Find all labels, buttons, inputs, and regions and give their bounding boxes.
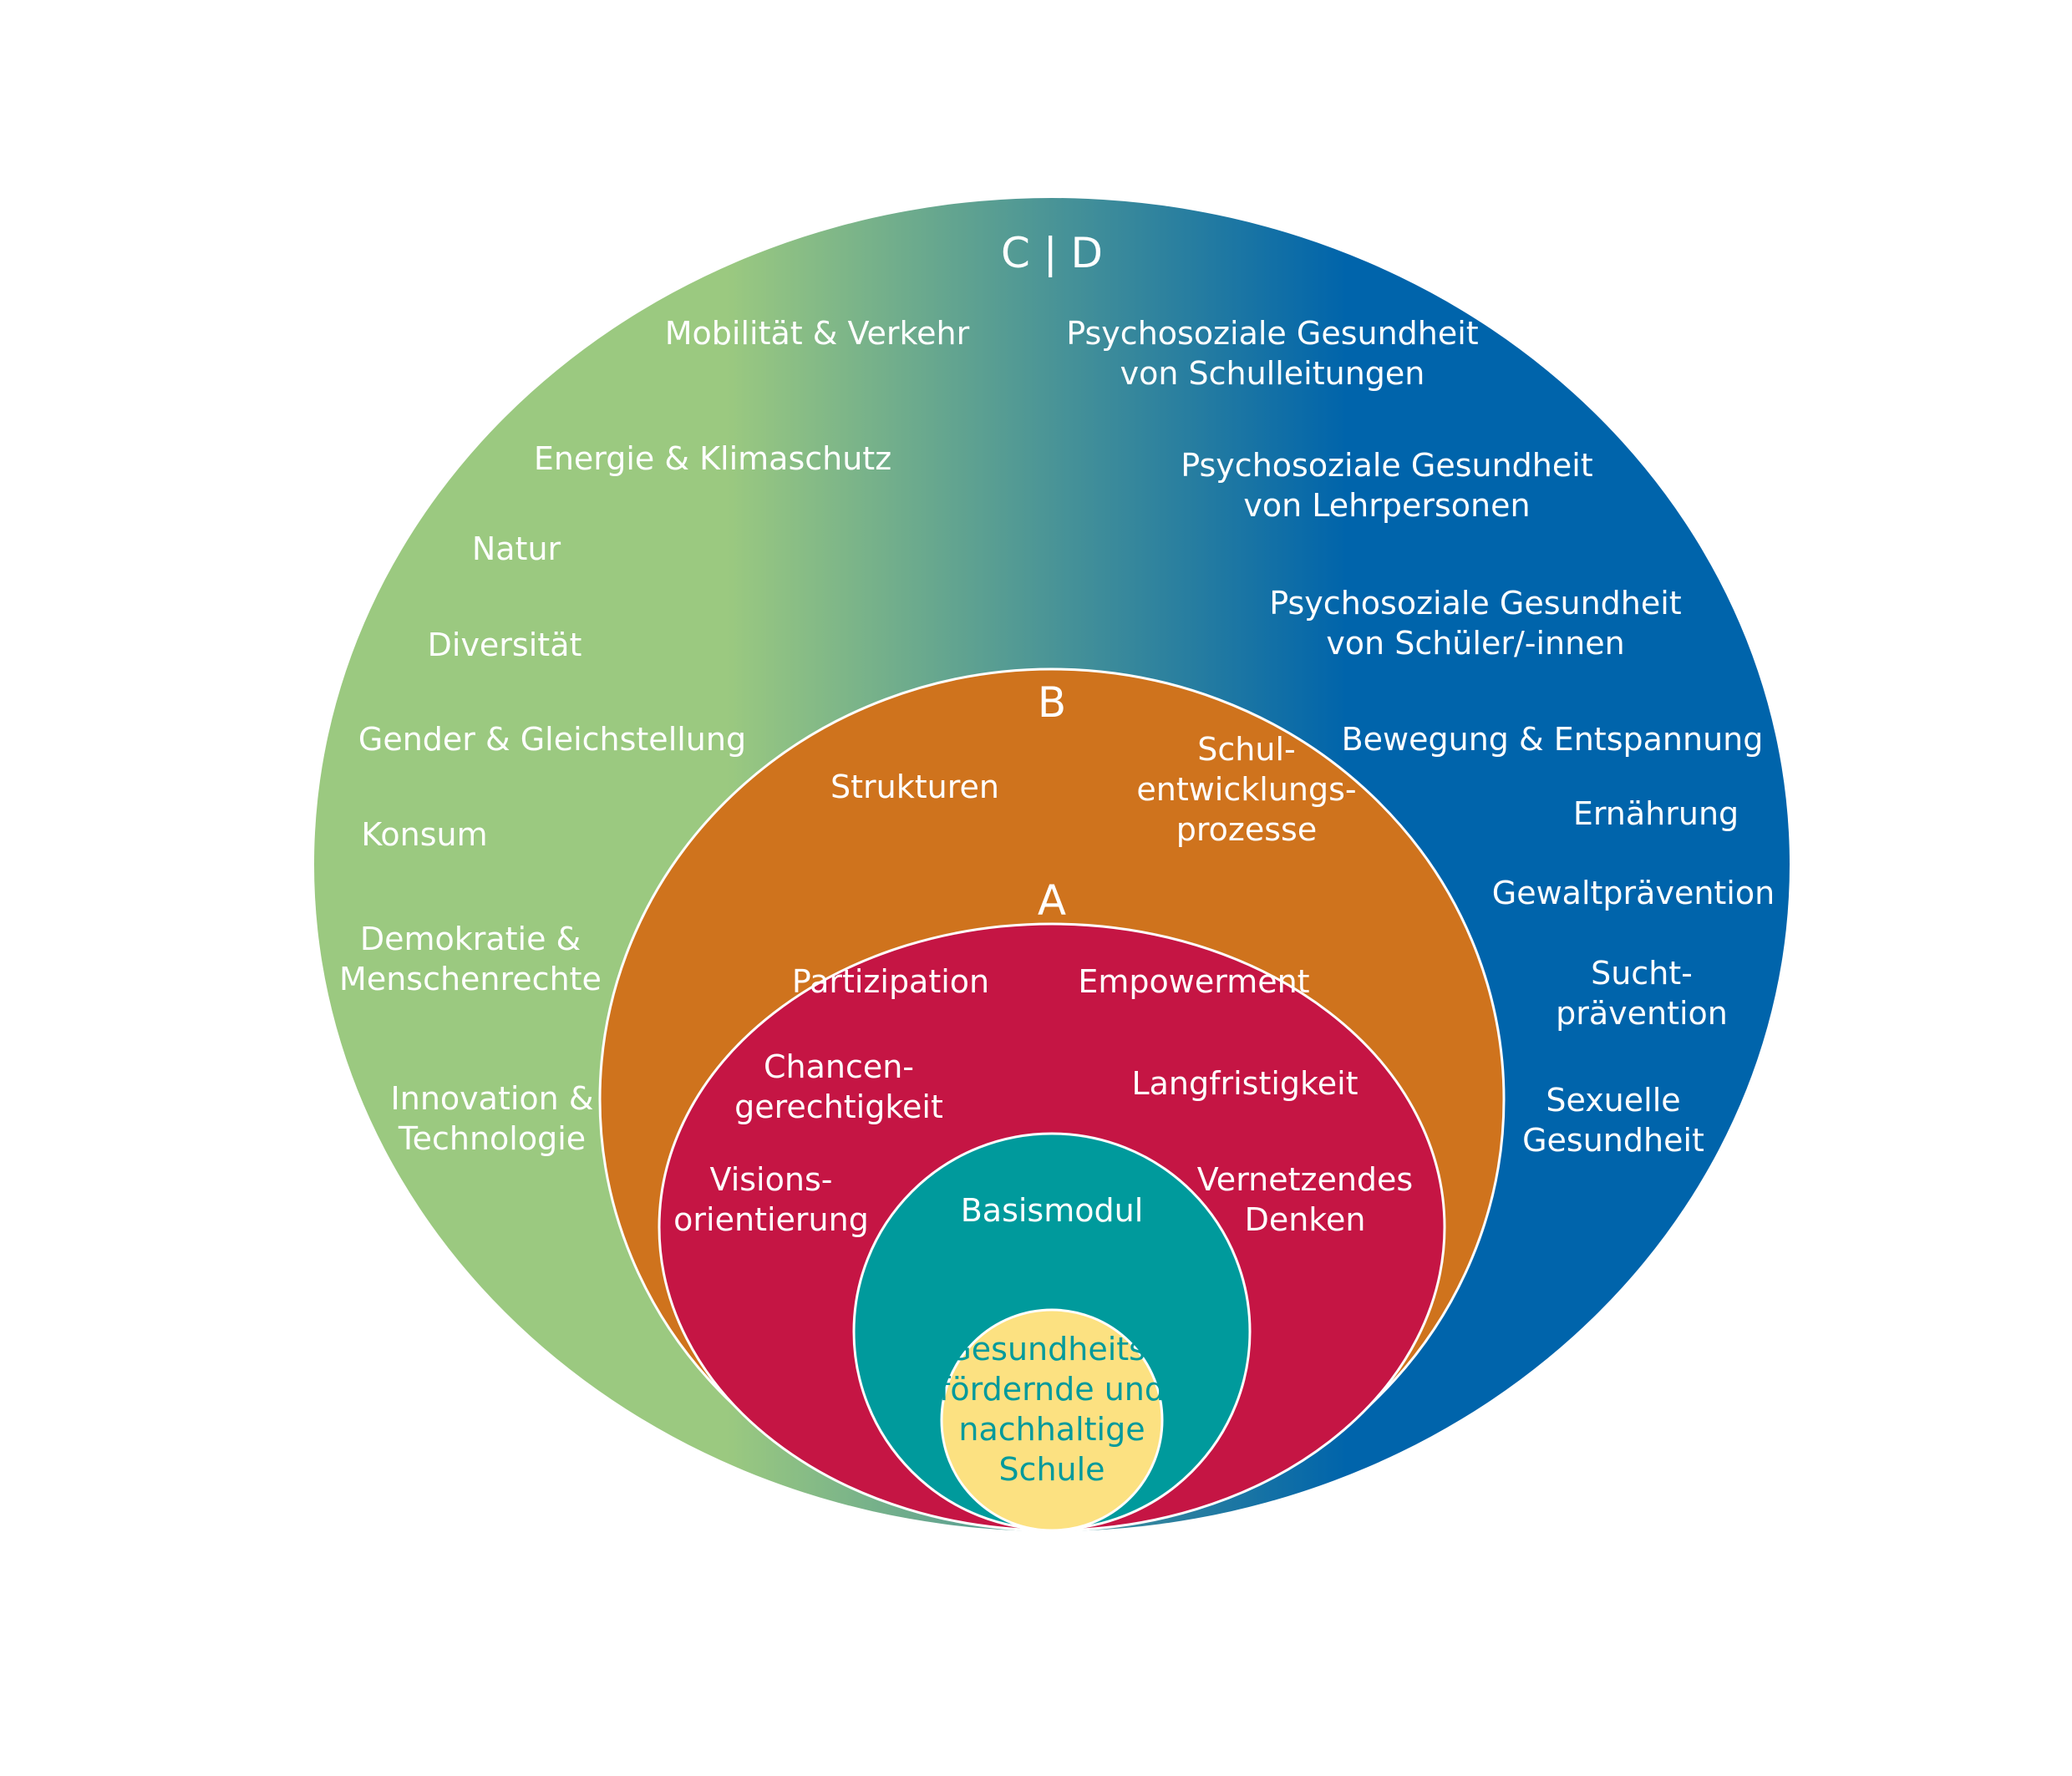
layer-cd-heading: C | D	[1001, 229, 1103, 277]
cd-right-topic-line: Ernährung	[1573, 795, 1739, 832]
cd-left-topic: Mobilität & Verkehr	[665, 315, 970, 352]
cd-left-topic: Natur	[472, 530, 561, 567]
layer-a-topic: Langfristigkeit	[1131, 1065, 1358, 1102]
layer-b-topic-line: entwicklungs-	[1136, 771, 1356, 808]
cd-right-topic-line: von Lehrpersonen	[1243, 487, 1530, 524]
cd-right-topic-line: Gewaltprävention	[1492, 875, 1775, 911]
layer-a-topic-line: gerechtigkeit	[734, 1088, 943, 1125]
cd-left-topic: Energie & Klimaschutz	[534, 440, 891, 477]
layer-b-topic-line: Strukturen	[830, 769, 999, 805]
layer-a-topic-line: Chancen-	[764, 1048, 914, 1085]
cd-left-topic: Konsum	[361, 816, 487, 853]
cd-left-topic-line: Innovation &	[391, 1080, 594, 1117]
layer-a-topic-line: Langfristigkeit	[1131, 1065, 1358, 1102]
cd-right-topic-line: von Schulleitungen	[1120, 355, 1425, 392]
cd-left-topic: Gender & Gleichstellung	[358, 721, 746, 758]
cd-left-topic-line: Diversität	[428, 627, 582, 663]
layer-b-heading: B	[1038, 678, 1066, 727]
cd-left-topic-line: Demokratie &	[360, 921, 581, 957]
core-text-line: fördernde und	[939, 1371, 1165, 1408]
layer-b-topics: Strukturen Schul-entwicklungs-prozesse	[830, 731, 1357, 848]
basis-label: Basismodul	[961, 1192, 1144, 1229]
cd-right-topic-line: Psychosoziale Gesundheit	[1181, 447, 1592, 484]
layer-a-topic-line: Partizipation	[792, 963, 989, 1000]
cd-right-topic: Bewegung & Entspannung	[1342, 721, 1764, 758]
cd-right-topic-line: Gesundheit	[1522, 1122, 1704, 1159]
core-circle	[940, 1308, 1164, 1532]
cd-right-topic: Ernährung	[1573, 795, 1739, 832]
cd-right-topic-line: Psychosoziale Gesundheit	[1269, 585, 1681, 622]
cd-left-topic: Innovation &Technologie	[391, 1080, 594, 1157]
cd-left-topic: Diversität	[428, 627, 582, 663]
layer-a-topic-line: orientierung	[673, 1201, 869, 1238]
cd-left-topic-line: Menschenrechte	[339, 961, 602, 997]
layer-a-topic-line: Visions-	[710, 1161, 833, 1198]
layer-a-topic-line: Denken	[1245, 1201, 1366, 1238]
layer-a-topics: Partizipation EmpowermentChancen-gerechti…	[673, 963, 1413, 1238]
layer-a-topic: Partizipation	[792, 963, 989, 1000]
cd-right-topic: Sucht-prävention	[1556, 955, 1728, 1032]
cd-right-topic-line: Sexuelle	[1546, 1082, 1680, 1119]
cd-left-topic-line: Natur	[472, 530, 561, 567]
layer-a-topic: Visions-orientierung	[673, 1161, 869, 1238]
cd-right-topic-line: Bewegung & Entspannung	[1342, 721, 1764, 758]
cd-left-topic-line: Energie & Klimaschutz	[534, 440, 891, 477]
layer-a-topic-line: Empowerment	[1078, 963, 1309, 1000]
layer-a-heading: A	[1038, 876, 1066, 925]
cd-left-topic-line: Mobilität & Verkehr	[665, 315, 970, 352]
layer-b-topic: Strukturen	[830, 769, 999, 805]
cd-left-topic: Demokratie & Menschenrechte	[339, 921, 602, 997]
cd-right-topic-line: von Schüler/-innen	[1326, 625, 1624, 662]
core-text-line: Gesundheits-	[947, 1331, 1156, 1368]
cd-right-topic: Gewaltprävention	[1492, 875, 1775, 911]
cd-left-topic-line: Technologie	[398, 1120, 586, 1157]
layer-b-topic-line: prozesse	[1176, 811, 1317, 848]
layer-a-topic: Chancen-gerechtigkeit	[734, 1048, 943, 1125]
layer-b-topic: Schul-entwicklungs-prozesse	[1136, 731, 1356, 848]
core-text-line: nachhaltige	[958, 1411, 1145, 1448]
cd-right-topic-line: Sucht-	[1591, 955, 1693, 992]
layer-b-topic-line: Schul-	[1197, 731, 1295, 768]
layer-a-topic: Empowerment	[1078, 963, 1309, 1000]
cd-left-topic-line: Gender & Gleichstellung	[358, 721, 746, 758]
cd-right-topic-line: Psychosoziale Gesundheit	[1066, 315, 1478, 352]
cd-left-topic-line: Konsum	[361, 816, 487, 853]
layer-a-topic-line: Vernetzendes	[1197, 1161, 1413, 1198]
core-text-line: Schule	[998, 1451, 1105, 1488]
cd-right-topic-line: prävention	[1556, 995, 1728, 1032]
